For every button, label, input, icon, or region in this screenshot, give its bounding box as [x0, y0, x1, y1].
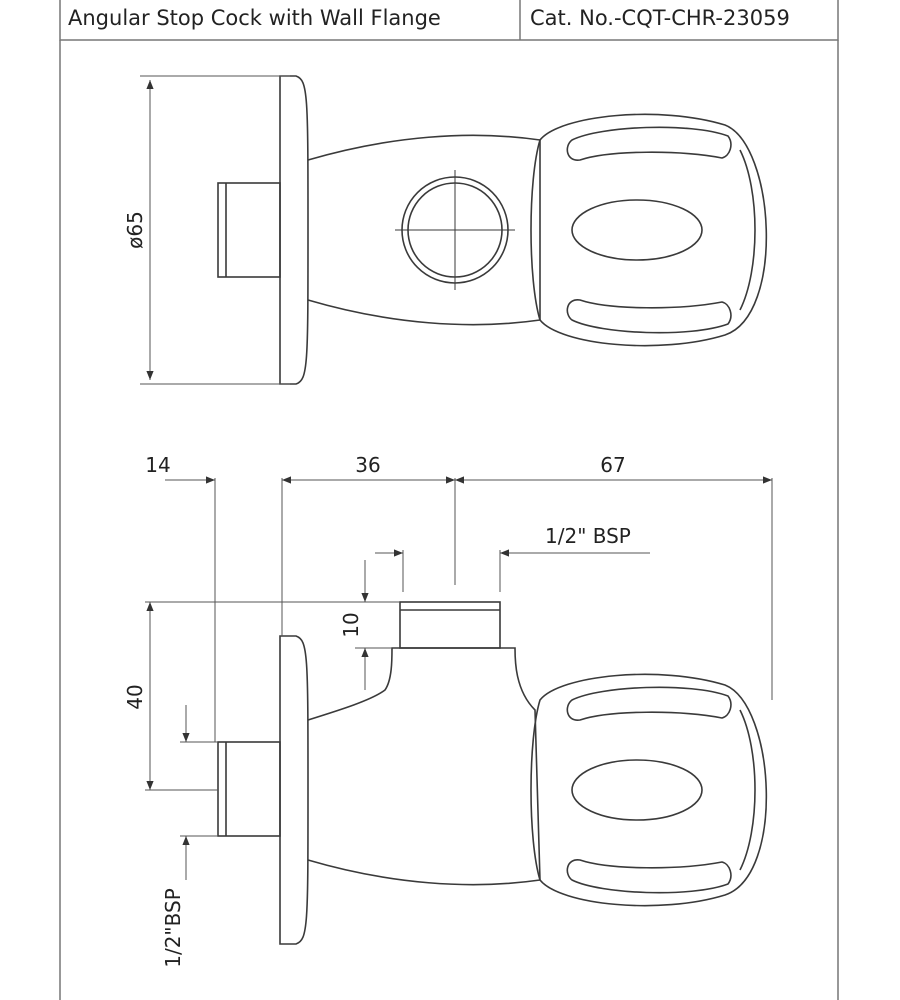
dim-body-label: 36: [355, 453, 380, 477]
dim-handle-label: 67: [600, 453, 625, 477]
dim-flange-label: 14: [145, 453, 170, 477]
dim-outlet-height-label: 10: [339, 612, 363, 637]
top-handle-grip-bottom: [566, 299, 732, 334]
side-handle-rib: [739, 709, 756, 871]
side-handle-grip-middle: [571, 759, 703, 821]
side-handle-grip-bottom: [566, 859, 732, 894]
drawing-title: Angular Stop Cock with Wall Flange: [68, 6, 441, 30]
top-view: [217, 75, 768, 385]
side-view: [217, 601, 768, 945]
side-inlet-pipe: [217, 741, 281, 837]
side-dimensions: [145, 476, 773, 880]
dim-inlet-height-label: 40: [123, 684, 147, 709]
outlet-thread-label: 1/2" BSP: [545, 524, 631, 548]
top-handle-grip-top: [566, 126, 732, 161]
inlet-thread-label: 1/2"BSP: [161, 888, 185, 968]
header-frame: [59, 0, 839, 41]
catalog-number: Cat. No.-CQT-CHR-23059: [530, 6, 790, 30]
top-wall-flange: [279, 75, 309, 385]
top-diameter-dimension: [140, 75, 290, 385]
side-body: [307, 647, 541, 886]
side-outlet-spigot: [399, 601, 501, 649]
top-body: [307, 134, 541, 326]
title-block: Angular Stop Cock with Wall Flange Cat. …: [59, 0, 839, 41]
top-inlet-pipe: [217, 182, 281, 278]
top-handle: [530, 113, 768, 347]
top-handle-rib: [739, 149, 756, 311]
diameter-label: ø65: [123, 211, 147, 249]
side-wall-flange: [279, 635, 309, 945]
top-handle-grip-middle: [571, 199, 703, 261]
side-handle: [530, 673, 768, 907]
side-handle-grip-top: [566, 686, 732, 721]
